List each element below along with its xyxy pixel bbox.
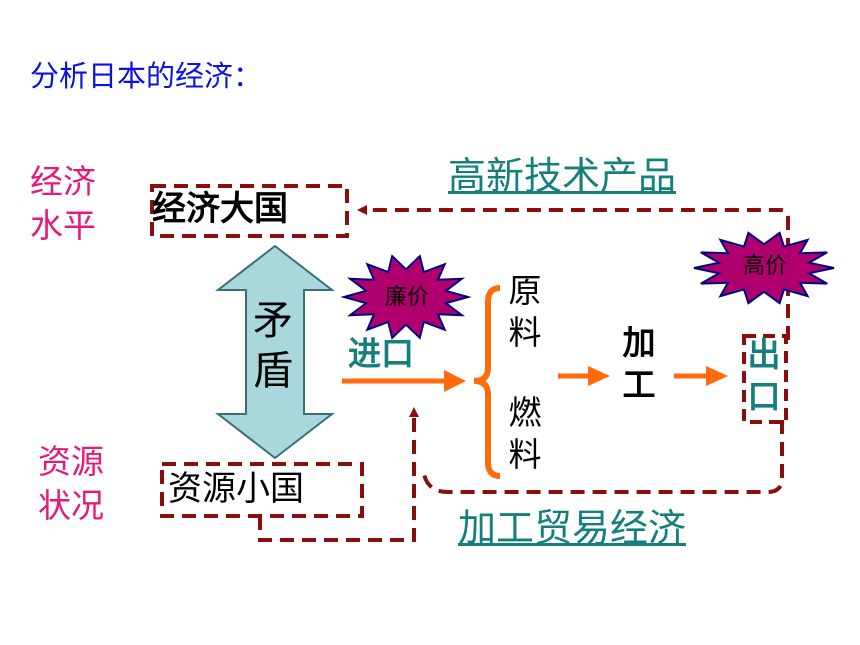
economic-power-box bbox=[150, 184, 349, 238]
starburst-cheap-icon bbox=[340, 254, 472, 340]
side-label-resource-status-text: 资源 状况 bbox=[38, 442, 104, 525]
materials-brace bbox=[473, 285, 501, 479]
link-processing-trade-economy[interactable]: 加工贸易经济 bbox=[458, 506, 687, 550]
link-high-tech-products[interactable]: 高新技术产品 bbox=[448, 154, 677, 198]
arrow-materials-head bbox=[588, 366, 610, 386]
arrow-import-head bbox=[444, 370, 466, 392]
node-raw-materials: 原料 bbox=[508, 271, 542, 352]
node-import: 进口 bbox=[348, 334, 414, 373]
contradiction-double-arrow bbox=[215, 244, 335, 460]
side-label-economic-level: 经济 水平 bbox=[30, 160, 96, 248]
badge-cheap-label: 廉价 bbox=[384, 285, 429, 310]
node-economic-power: 经济大国 bbox=[152, 189, 288, 229]
node-processing: 加工 bbox=[622, 323, 656, 404]
contradiction-label: 矛盾 bbox=[253, 298, 293, 394]
page-title: 分析日本的经济： bbox=[30, 59, 263, 93]
side-label-economic-level-text: 经济 水平 bbox=[30, 162, 96, 245]
badge-high-label: 高价 bbox=[742, 254, 787, 279]
export-box bbox=[742, 334, 788, 424]
loop-export-to-power bbox=[357, 205, 790, 340]
node-resource-poor: 资源小国 bbox=[168, 469, 304, 509]
node-fuel: 燃料 bbox=[508, 393, 542, 474]
arrow-processing-head bbox=[706, 366, 728, 386]
node-export: 出口 bbox=[747, 335, 781, 416]
starburst-high-icon bbox=[693, 231, 835, 305]
side-label-resource-status: 资源 状况 bbox=[38, 440, 104, 528]
loop-export-to-import bbox=[422, 420, 784, 494]
loop-resource-to-import bbox=[258, 407, 419, 542]
